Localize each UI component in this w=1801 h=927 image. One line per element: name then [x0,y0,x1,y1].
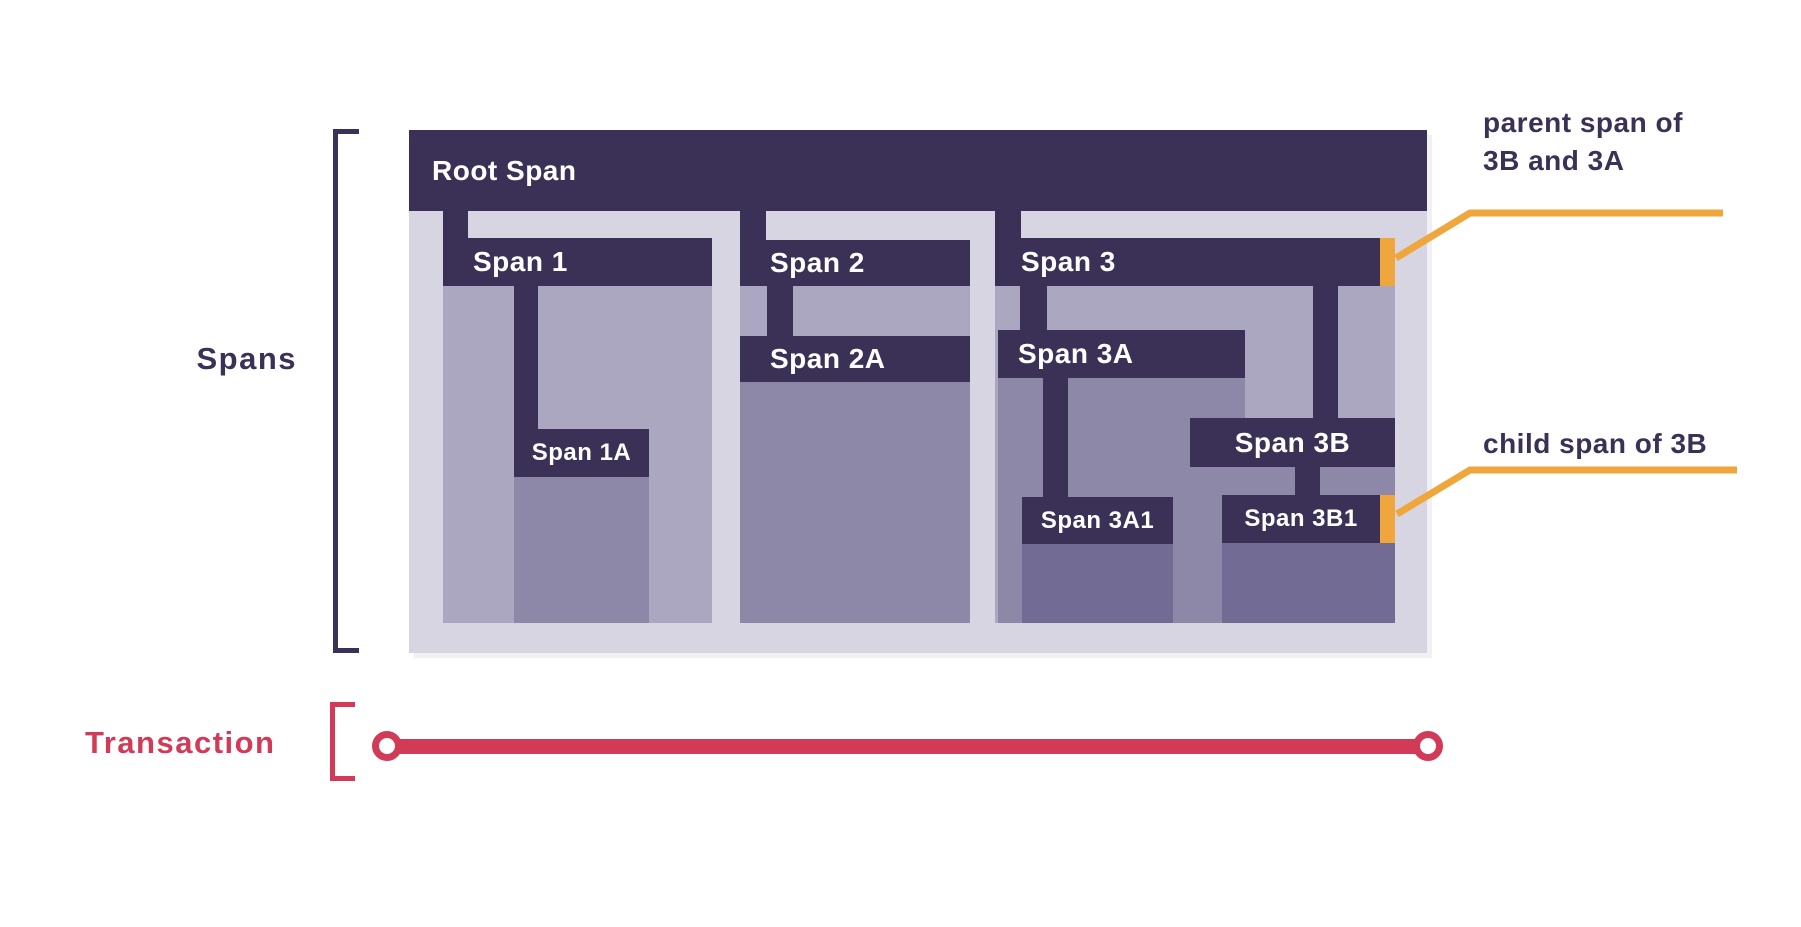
span3b-label: Span 3B [1234,426,1351,458]
connector-span3-to-span3a [1020,282,1047,332]
span2a-body [740,380,970,623]
span3a-bar: Span 3A [998,330,1245,378]
transaction-start-circle [372,731,402,761]
span1a-bar: Span 1A [514,429,649,477]
span3a1-label: Span 3A1 [1040,506,1155,534]
span3a1-body [1022,542,1173,623]
span2a-bar: Span 2A [740,336,970,382]
connector-span3a-to-span3a1 [1043,376,1068,500]
span1a-body [514,475,649,623]
connector-span1-to-span1a [514,282,538,431]
child-span-annotation: child span of 3B [1483,425,1707,463]
transaction-timeline [398,739,1422,754]
transaction-bracket [330,702,355,781]
connector-span3-to-span3b [1313,282,1338,422]
parent-span-annotation-line2: 3B and 3A [1483,145,1625,176]
transaction-side-label: Transaction [85,725,276,760]
span2-label: Span 2 [770,247,865,278]
span2-bar: Span 2 [740,240,970,286]
span3-label: Span 3 [1021,246,1116,277]
span1-label: Span 1 [473,246,568,277]
root-span-label: Root Span [432,154,577,186]
parent-span-highlight-marker [1380,238,1395,286]
connector-root-to-span1 [443,208,468,240]
connector-span2-to-span2a [767,282,793,338]
spans-bracket [333,129,359,653]
child-annotation-line [1395,466,1737,517]
child-span-annotation-line1: child span of 3B [1483,428,1708,459]
span3b1-bar: Span 3B1 [1222,495,1395,543]
connector-span3b-to-span3b1 [1295,465,1320,497]
connector-root-to-span2 [740,208,766,242]
parent-span-annotation: parent span of 3B and 3A [1483,104,1683,180]
child-span-highlight-marker [1380,495,1395,543]
span3a1-bar: Span 3A1 [1022,497,1173,544]
spans-side-label: Spans [196,341,297,376]
span3b-bar: Span 3B [1190,418,1395,467]
parent-span-annotation-line1: parent span of [1483,107,1683,138]
root-span-bar: Root Span [409,130,1427,211]
span3b1-label: Span 3B1 [1244,505,1358,532]
span3-bar: Span 3 [995,238,1395,286]
parent-annotation-line [1394,209,1723,261]
transaction-end-circle [1413,731,1443,761]
span3a-label: Span 3A [1018,338,1134,369]
span3b1-body [1222,541,1395,623]
span1a-label: Span 1A [531,439,632,466]
connector-root-to-span3 [995,208,1021,240]
span2a-label: Span 2A [770,343,886,374]
span1-bar: Span 1 [443,238,712,286]
